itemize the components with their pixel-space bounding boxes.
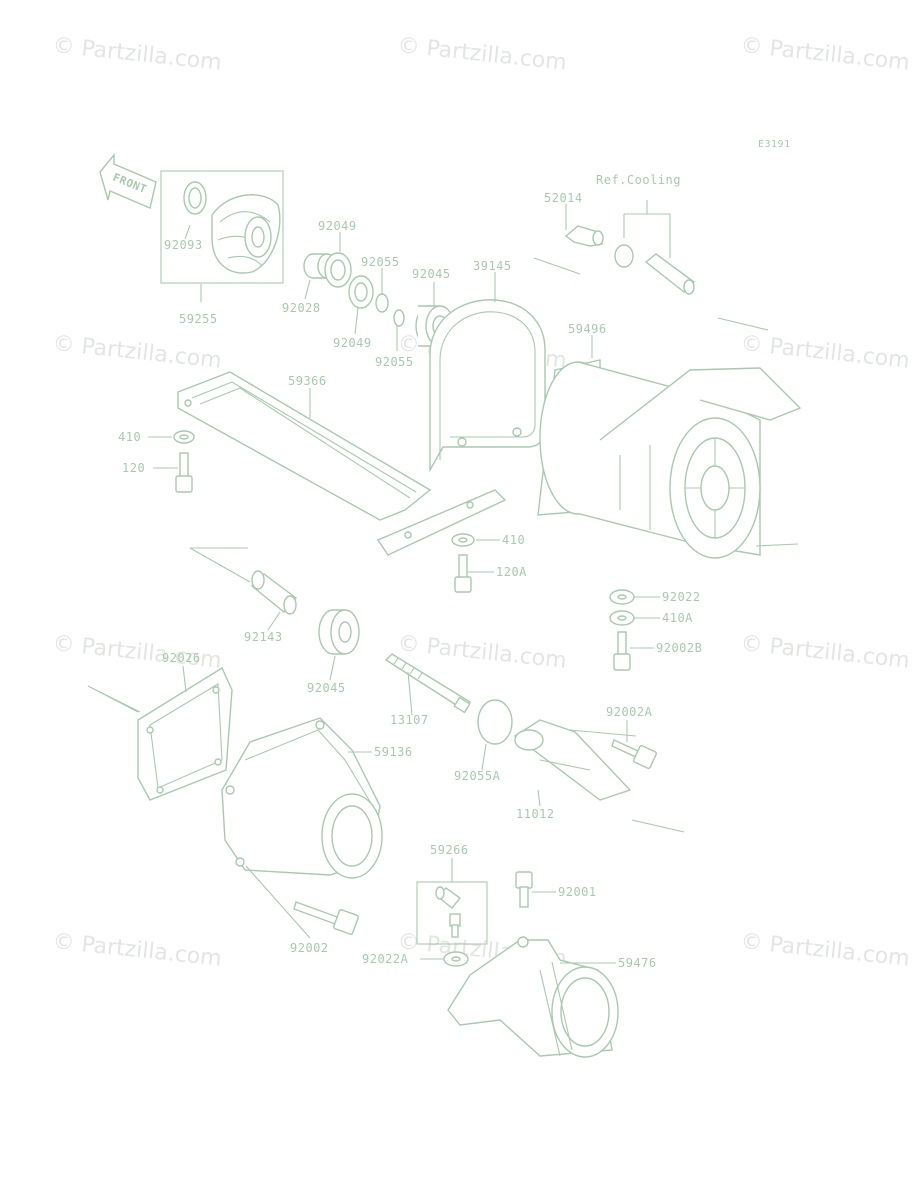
part-label[interactable]: 92093 xyxy=(164,238,203,252)
watermark: © Partzilla.com xyxy=(51,331,222,374)
bolt-120 xyxy=(175,452,193,493)
elbow-fitting xyxy=(533,225,604,275)
part-label[interactable]: 59136 xyxy=(374,745,413,759)
kit-59266 xyxy=(416,881,488,945)
part-label[interactable]: 92026 xyxy=(162,651,201,665)
part-label[interactable]: 92022A xyxy=(362,952,409,966)
part-label[interactable]: 11012 xyxy=(516,807,555,821)
nozzle-59476 xyxy=(447,936,619,1058)
part-label[interactable]: 92002A xyxy=(606,705,653,719)
part-label[interactable]: 92049 xyxy=(318,219,357,233)
part-label[interactable]: 92002 xyxy=(290,941,329,955)
oring-92055b xyxy=(393,309,405,327)
bolt-92002 xyxy=(293,901,359,935)
part-label[interactable]: 39145 xyxy=(473,259,512,273)
bolt-92002B xyxy=(613,631,631,671)
part-label[interactable]: 59496 xyxy=(568,322,607,336)
ref-cooling-note: Ref.Cooling xyxy=(596,173,681,187)
bolt-92002A xyxy=(611,739,658,770)
cooling-hose xyxy=(614,200,696,295)
watermark: © Partzilla.com xyxy=(396,631,567,674)
bottom-plate xyxy=(177,371,507,556)
oring-92055A xyxy=(477,699,513,745)
part-label[interactable]: 52014 xyxy=(544,191,583,205)
bolt-92001 xyxy=(515,871,533,908)
part-labels: 92093 59255 92049 92055 92045 39145 5201… xyxy=(118,191,702,970)
part-label[interactable]: 92049 xyxy=(333,336,372,350)
cone-11012 xyxy=(513,719,685,833)
part-label[interactable]: 410 xyxy=(502,533,525,547)
washer-410b xyxy=(451,533,475,547)
leader-lines xyxy=(148,204,660,964)
pump-case xyxy=(537,317,802,559)
watermark: © Partzilla.com xyxy=(51,33,222,76)
part-label[interactable]: 92001 xyxy=(558,885,597,899)
part-label[interactable]: 92002B xyxy=(656,641,702,655)
watermark: © Partzilla.com xyxy=(739,33,910,76)
watermark: © Partzilla.com xyxy=(739,631,910,674)
part-label[interactable]: 92028 xyxy=(282,301,321,315)
front-arrow-icon: FRONT xyxy=(99,153,157,209)
diagram-code: E3191 xyxy=(758,139,791,150)
drive-shaft xyxy=(384,653,472,714)
part-label[interactable]: 92045 xyxy=(412,267,451,281)
part-label[interactable]: 410A xyxy=(662,611,693,625)
washer-410 xyxy=(173,430,195,444)
watermark: © Partzilla.com xyxy=(739,929,910,972)
bolt-120A xyxy=(454,554,472,593)
part-label[interactable]: 92055 xyxy=(375,355,414,369)
part-label[interactable]: 59266 xyxy=(430,843,469,857)
washer-410A xyxy=(609,610,635,626)
part-label[interactable]: 59366 xyxy=(288,374,327,388)
watermark: © Partzilla.com xyxy=(396,33,567,76)
hose-clamp xyxy=(614,244,634,268)
part-label[interactable]: 120 xyxy=(122,461,145,475)
washer-92022A xyxy=(443,951,469,967)
part-label[interactable]: 92055A xyxy=(454,769,501,783)
watermark: © Partzilla.com xyxy=(739,331,910,374)
gasket-92026 xyxy=(87,666,233,801)
oring-92055 xyxy=(375,293,389,313)
part-label[interactable]: 13107 xyxy=(390,713,429,727)
sleeve-92143 xyxy=(189,547,298,615)
hose xyxy=(644,253,696,293)
part-label[interactable]: 120A xyxy=(496,565,527,579)
part-label[interactable]: 92143 xyxy=(244,630,283,644)
impeller-box xyxy=(160,170,284,284)
impeller-assembly xyxy=(160,170,284,284)
washer-92022 xyxy=(609,589,635,605)
watermark: © Partzilla.com xyxy=(51,929,222,972)
part-label[interactable]: 92055 xyxy=(361,255,400,269)
bearing-92045b xyxy=(318,609,360,655)
part-label[interactable]: 92022 xyxy=(662,590,701,604)
pump-housing xyxy=(221,717,383,879)
part-label[interactable]: 410 xyxy=(118,430,141,444)
cover-gasket xyxy=(429,299,546,473)
part-label[interactable]: 92045 xyxy=(307,681,346,695)
part-label[interactable]: 59476 xyxy=(618,956,657,970)
part-label[interactable]: 59255 xyxy=(179,312,218,326)
